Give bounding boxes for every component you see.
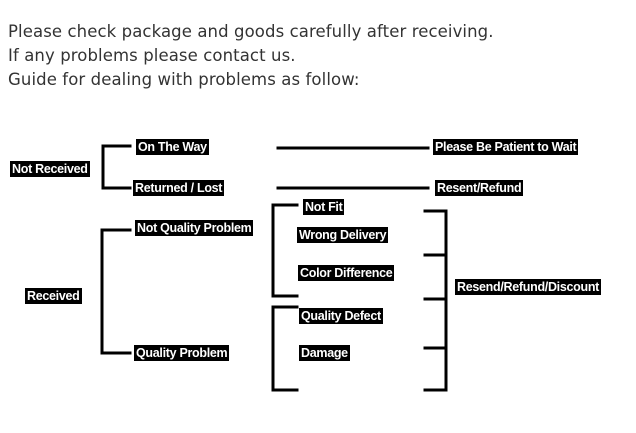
intro-line-2: If any problems please contact us. (8, 46, 296, 65)
bracket-not-received (101, 144, 132, 190)
damage-label: Damage (299, 345, 350, 361)
wrong-delivery-label: Wrong Delivery (297, 227, 389, 243)
intro-line-3: Guide for dealing with problems as follo… (8, 70, 360, 89)
received-label: Received (25, 288, 82, 304)
please-wait-label: Please Be Patient to Wait (433, 139, 579, 155)
not-fit-label: Not Fit (303, 199, 345, 215)
color-difference-label: Color Difference (298, 265, 395, 281)
resent-refund-label: Resent/Refund (435, 180, 524, 196)
on-the-way-label: On The Way (136, 139, 209, 155)
resend-refund-discount-label: Resend/Refund/Discount (455, 279, 602, 295)
quality-defect-label: Quality Defect (299, 308, 383, 324)
bracket-quality (271, 305, 299, 392)
bracket-received (100, 228, 132, 355)
quality-problem-label: Quality Problem (134, 345, 230, 361)
returned-lost-label: Returned / Lost (133, 180, 225, 196)
not-received-label: Not Received (10, 161, 90, 177)
not-quality-problem-label: Not Quality Problem (135, 220, 254, 236)
bracket-not-quality (271, 203, 299, 298)
intro-line-1: Please check package and goods carefully… (8, 22, 494, 41)
